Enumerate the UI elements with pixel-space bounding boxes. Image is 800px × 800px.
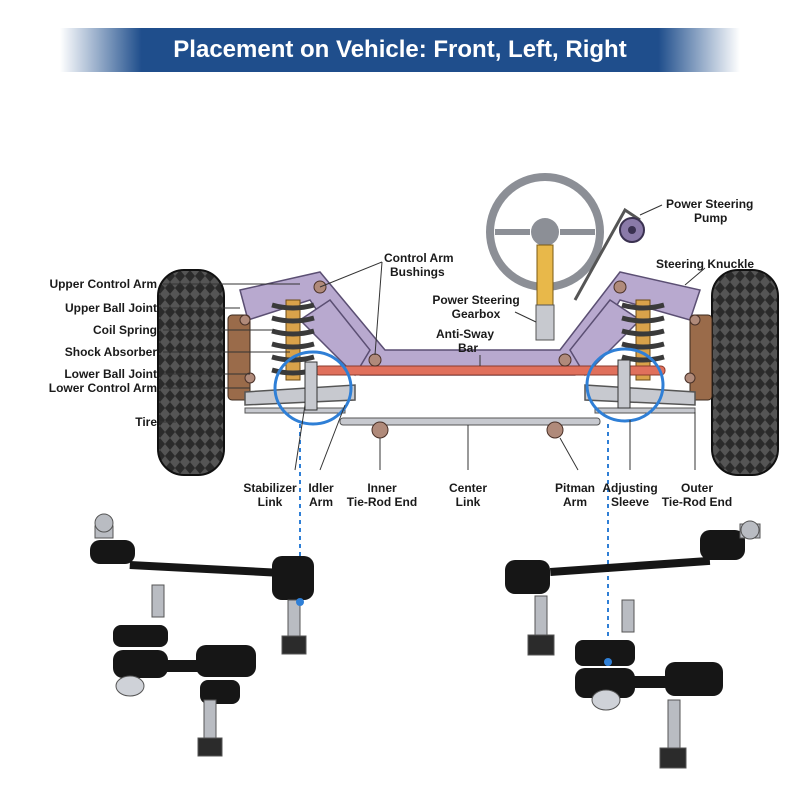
steering-column (536, 244, 554, 306)
power-steering-pump (573, 207, 645, 301)
right-tire (711, 269, 779, 476)
label-anti-sway-bar-1: Anti-Sway (436, 327, 494, 341)
label-center-link-1: Center (449, 481, 487, 495)
right-knuckle (689, 314, 713, 401)
label-control-arm-bushings-1: Control Arm (384, 251, 454, 265)
label-idler-arm-2: Arm (309, 495, 333, 509)
label-stabilizer-link-1: Stabilizer (243, 481, 297, 495)
highlight-right-stabilizer (585, 347, 665, 423)
left-long-stabilizer-link (90, 513, 314, 655)
label-power-steering-pump-1: Power Steering (666, 197, 753, 211)
label-center-link-2: Link (456, 495, 481, 509)
label-anti-sway-bar-2: Bar (458, 341, 478, 355)
label-upper-ball-joint: Upper Ball Joint (65, 301, 157, 315)
label-idler-arm-1: Idler (308, 481, 334, 495)
leader-lines (160, 204, 706, 471)
anti-sway-bar (314, 365, 666, 376)
label-adjusting-sleeve-2: Sleeve (611, 495, 649, 509)
label-control-arm-bushings-2: Bushings (390, 265, 445, 279)
center-link (244, 407, 696, 439)
right-coil-spring (621, 299, 665, 381)
label-pitman-arm-1: Pitman (555, 481, 595, 495)
power-steering-gearbox (535, 304, 555, 341)
label-tire: Tire (135, 415, 157, 429)
label-lower-control-arm: Lower Control Arm (49, 381, 157, 395)
label-inner-tie-rod-end-1: Inner (367, 481, 397, 495)
banner-title: Placement on Vehicle: Front, Left, Right (173, 36, 627, 63)
label-upper-control-arm: Upper Control Arm (49, 277, 157, 291)
left-short-stabilizer-link (113, 584, 256, 757)
dashed-connectors (299, 424, 609, 660)
lower-control-arms (244, 384, 696, 406)
label-outer-tie-rod-end-1: Outer (681, 481, 713, 495)
highlight-left-stabilizer (273, 350, 353, 426)
label-coil-spring: Coil Spring (93, 323, 157, 337)
left-tire (157, 269, 225, 476)
label-pitman-arm-2: Arm (563, 495, 587, 509)
label-outer-tie-rod-end-2: Tie-Rod End (662, 495, 732, 509)
label-steering-knuckle: Steering Knuckle (656, 257, 754, 271)
label-stabilizer-link-2: Link (258, 495, 283, 509)
label-inner-tie-rod-end-2: Tie-Rod End (347, 495, 417, 509)
left-knuckle (227, 314, 251, 401)
label-power-steering-pump-2: Pump (694, 211, 727, 225)
right-long-stabilizer-link (505, 520, 761, 656)
title-banner: Placement on Vehicle: Front, Left, Right (60, 28, 740, 72)
label-power-steering-gearbox-2: Gearbox (452, 307, 501, 321)
label-power-steering-gearbox-1: Power Steering (432, 293, 519, 307)
label-shock-absorber: Shock Absorber (65, 345, 158, 359)
label-lower-ball-joint: Lower Ball Joint (64, 367, 157, 381)
right-short-stabilizer-link (575, 599, 723, 769)
label-adjusting-sleeve-1: Adjusting (602, 481, 657, 495)
